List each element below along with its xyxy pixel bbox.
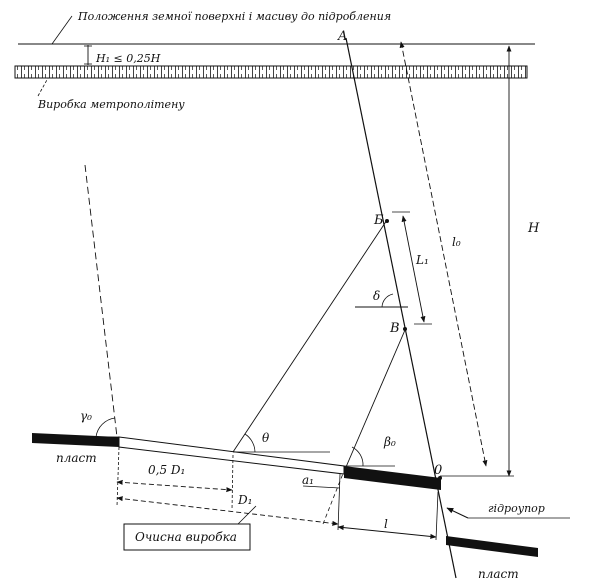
half-d1-label: 0,5 D₁: [148, 463, 185, 477]
point-b-label: Б: [373, 213, 384, 228]
delta-label: δ: [373, 289, 380, 303]
metro-tunnel-band: [14, 65, 528, 79]
line-beta-to-V: [342, 329, 406, 475]
beta0-label: β₀: [383, 435, 396, 449]
seam-face-thick: [344, 466, 441, 490]
surface-note-label: Положення земної поверхні і масиву до пі…: [77, 10, 391, 23]
face-label: гідроупор: [488, 502, 545, 515]
d1-label: D₁: [237, 493, 252, 507]
cleaning-work-box: [123, 523, 251, 551]
ext-mid: [231, 454, 234, 511]
seam-left-label: пласт: [56, 451, 97, 465]
surface-note-leader: [51, 15, 73, 45]
metro-note-label: Виробка метрополітену: [37, 98, 185, 111]
dim-l: [337, 525, 437, 539]
dim-half-d1: [116, 479, 233, 493]
gamma0-arc: [95, 417, 116, 438]
theta-label: θ: [262, 431, 270, 445]
dim-a1: [302, 485, 341, 489]
point-a-label: A: [337, 29, 347, 44]
h-label: H: [527, 221, 540, 236]
cleaning-work-label: Очисна виробка: [135, 530, 237, 544]
line-theta-to-B: [232, 219, 388, 453]
h1-condition-label: H₁ ≤ 0,25H: [95, 52, 161, 65]
ext-left-gob: [116, 446, 120, 507]
ext-face: [337, 473, 341, 531]
dim-d1: [116, 496, 339, 526]
left-boundary-dashed: [84, 164, 118, 438]
a1-label: a₁: [302, 473, 314, 487]
l0-dimension-line: [399, 41, 488, 467]
seam-right-label: пласт: [478, 567, 519, 581]
point-zero-marker: [438, 476, 442, 480]
beta0-arc: [351, 446, 364, 467]
ext-right: [435, 491, 439, 541]
theta-arc: [244, 433, 256, 453]
delta-arc: [381, 293, 394, 308]
l1-label: L₁: [415, 253, 429, 267]
l0-label: l₀: [452, 235, 461, 249]
boundary-line-main: [345, 37, 457, 579]
face-arrow: [446, 507, 469, 519]
metro-note-leader: [37, 77, 49, 97]
cleaning-work-leader: [237, 505, 257, 525]
seam-left-thick: [32, 433, 119, 447]
point-v-label: В: [389, 321, 400, 336]
point-v-marker: [403, 327, 407, 331]
point-zero-label: 0: [434, 463, 442, 478]
line-beta-dashed: [322, 465, 347, 525]
l1-dimension-line: [401, 215, 426, 323]
l-label: l: [384, 517, 388, 531]
point-b-marker: [385, 219, 389, 223]
seam-right-thick: [446, 536, 538, 557]
gamma0-label: γ₀: [80, 409, 92, 423]
